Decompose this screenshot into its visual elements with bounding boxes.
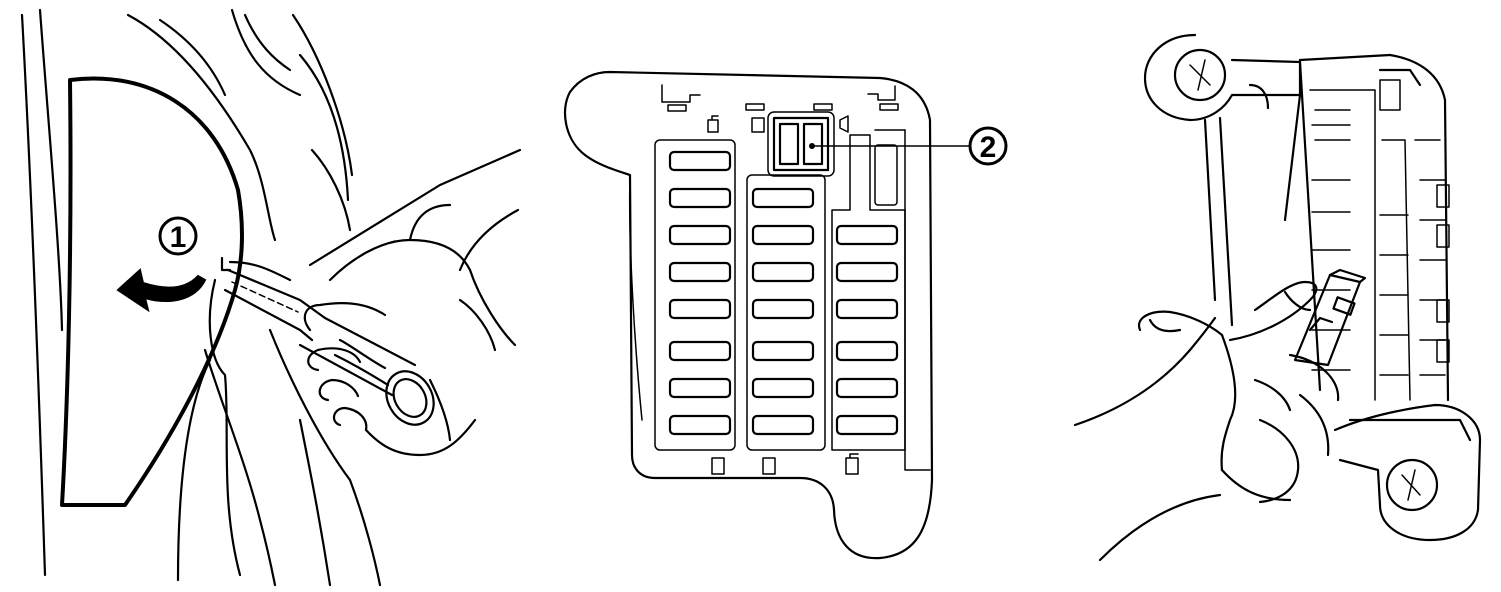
hand-right-panel [1073,280,1340,562]
relay [767,111,835,177]
fuse-column-right [835,224,899,436]
hand-left-panel [303,148,522,457]
panel-remove-cover: 1 [20,8,522,587]
panel-fuse-puller [1073,33,1482,562]
fuse-slots [1309,79,1450,401]
screwdriver [223,260,435,426]
fuse-column-middle [751,187,815,436]
callout-2-label: 2 [980,131,997,164]
panel-fuse-block: 2 [563,70,1008,560]
callout-1-label: 1 [170,221,187,254]
callout-2: 2 [968,126,1008,166]
rotate-arrow-icon [116,268,207,313]
fuse-column-left [668,150,732,436]
fuse-puller [1293,268,1367,367]
fuse-block-housing [563,70,934,560]
callout-1: 1 [158,216,198,256]
